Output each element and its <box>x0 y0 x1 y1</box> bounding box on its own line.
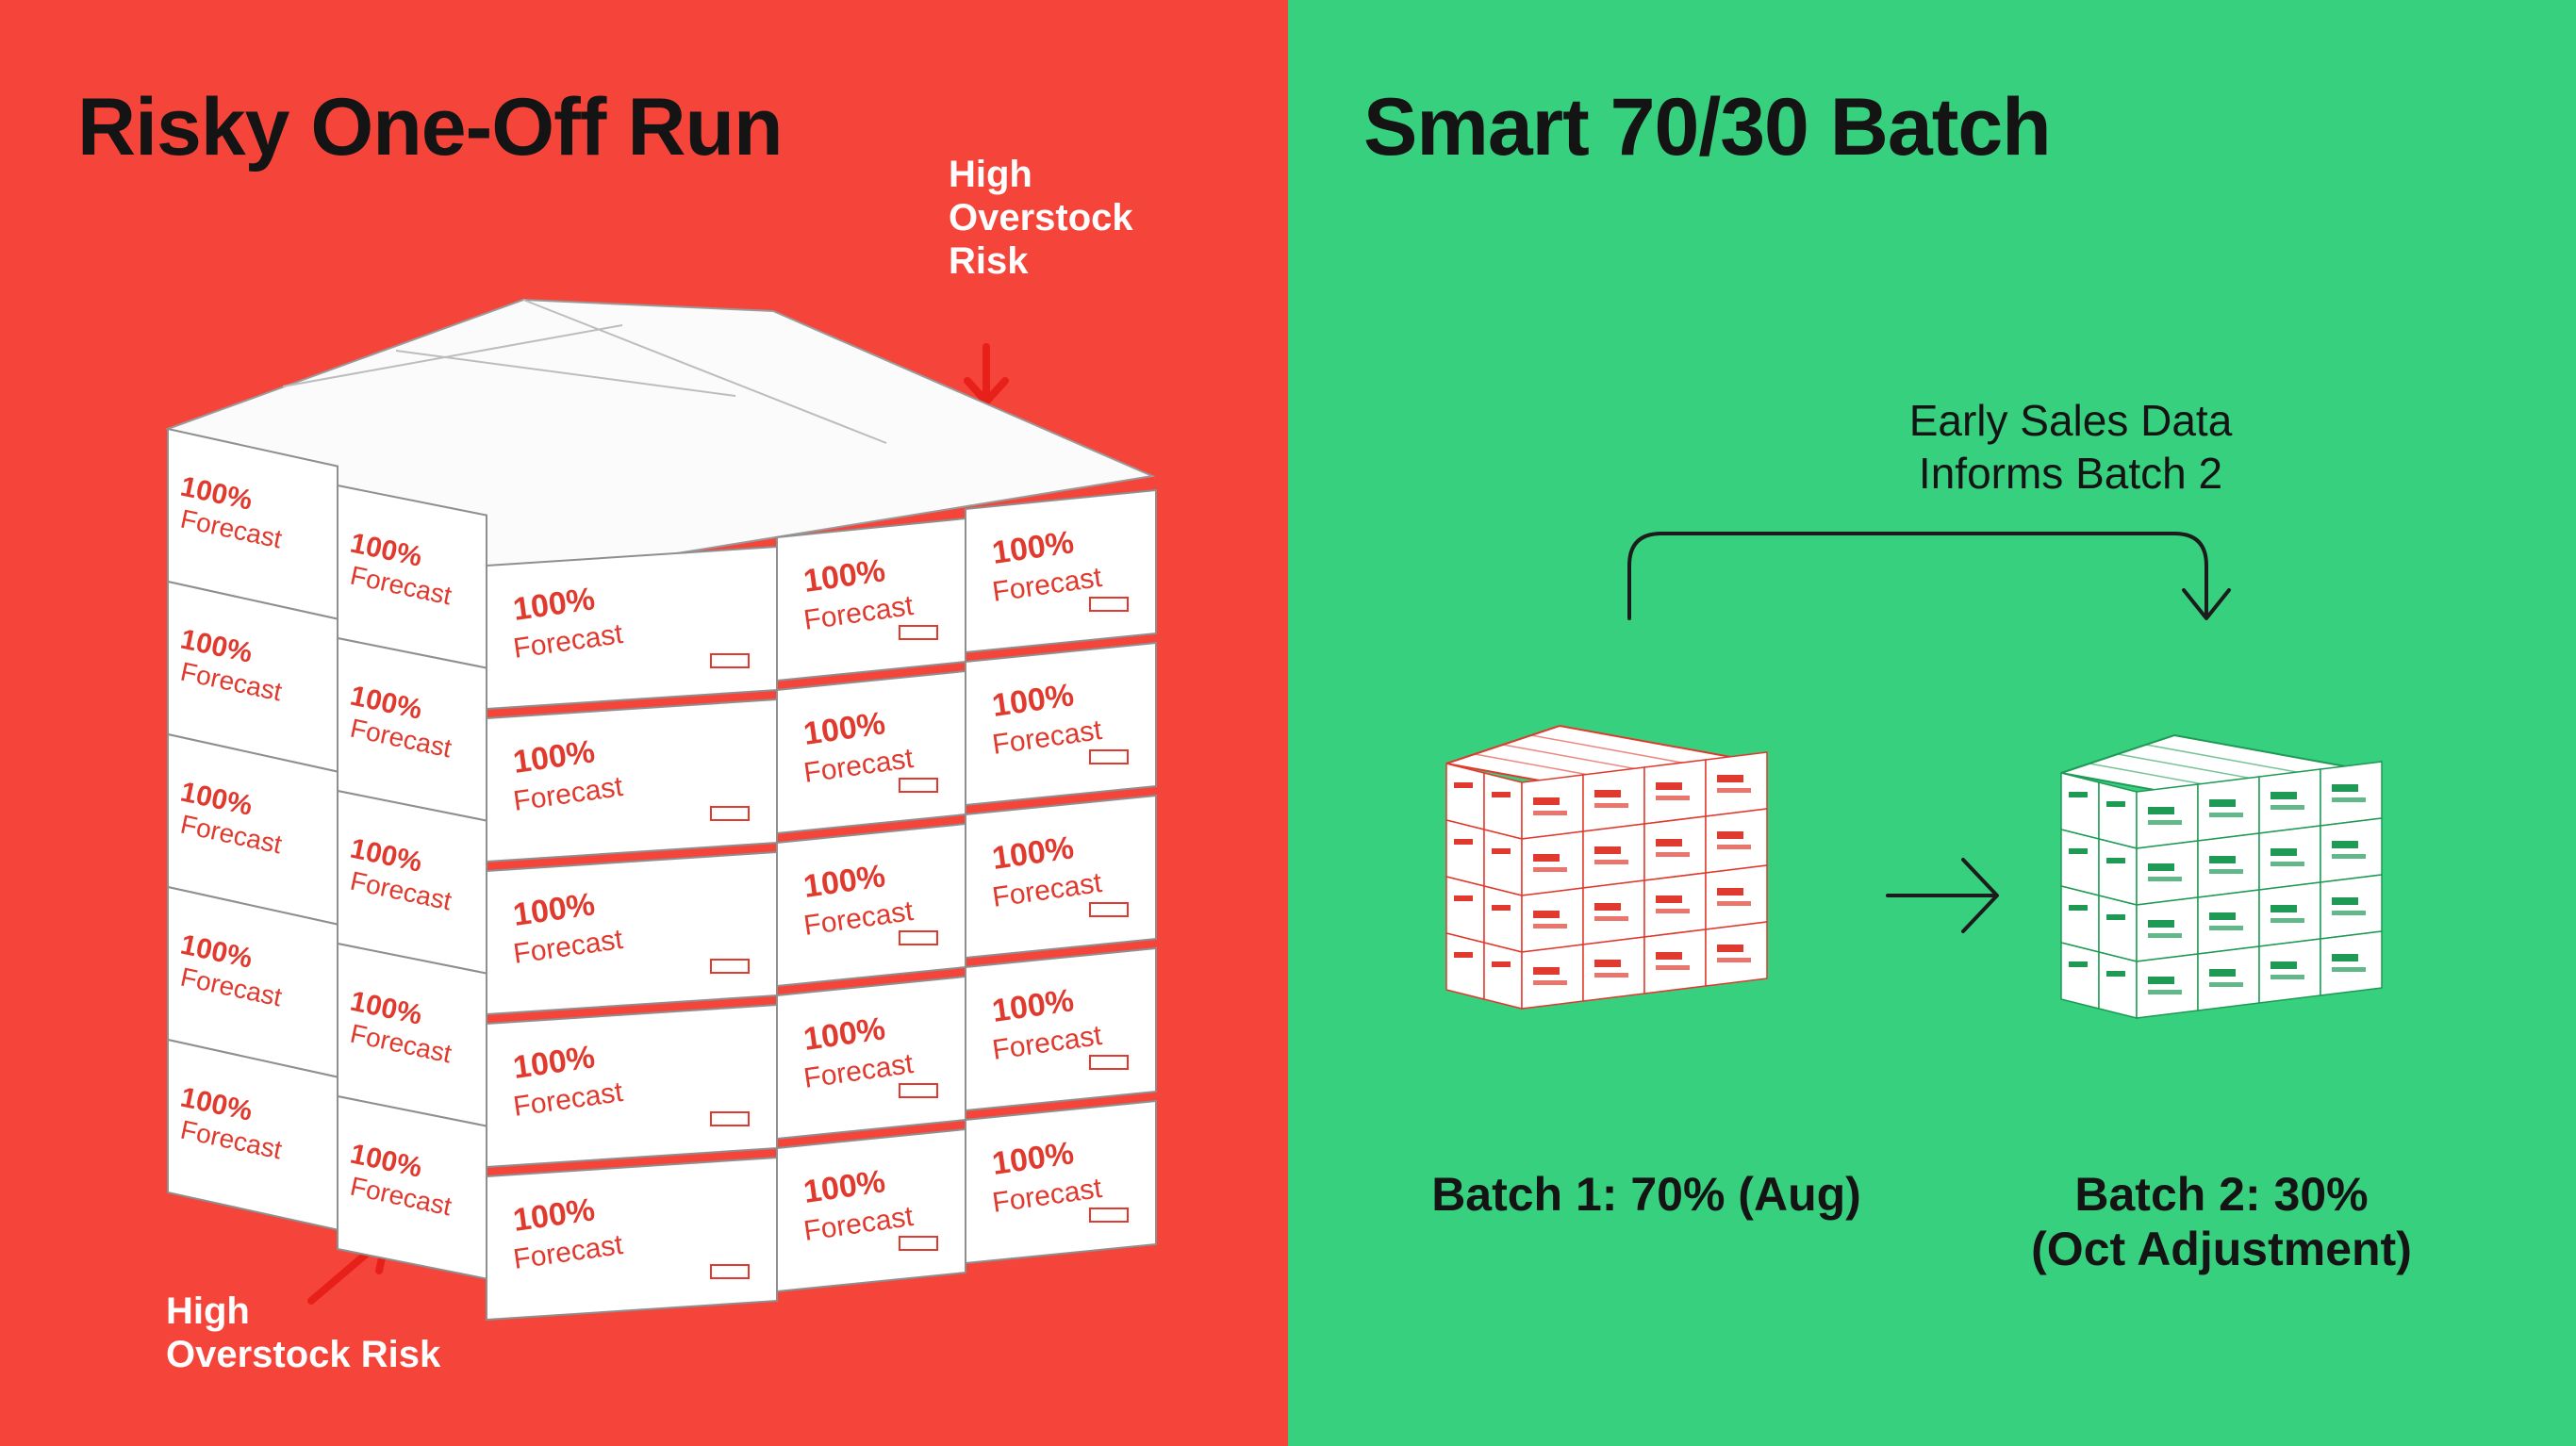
mini-box <box>2136 840 2199 906</box>
forecast-box: 100%Forecast <box>776 975 966 1141</box>
top-risk-arrow-icon <box>964 343 1009 405</box>
forecast-box: 100%Forecast <box>167 1038 339 1231</box>
mini-box <box>2197 832 2260 898</box>
forecast-box: 100%Forecast <box>486 545 778 711</box>
forecast-box: 100%Forecast <box>965 1099 1157 1265</box>
mini-box <box>2098 895 2138 962</box>
risky-title: Risky One-Off Run <box>77 82 784 173</box>
mini-box <box>2098 781 2138 849</box>
forecast-box: 100%Forecast <box>776 517 966 682</box>
mini-box <box>1643 928 1707 994</box>
batch2-box-cube <box>2060 733 2383 1019</box>
large-box-stack: 100%Forecast100%Forecast100%Forecast100%… <box>165 298 1157 1322</box>
batch2-caption: Batch 2: 30% (Oct Adjustment) <box>1995 1167 2448 1276</box>
mini-box <box>1445 932 1485 1000</box>
risky-panel: Risky One-Off Run High Overstock Risk Hi… <box>0 0 1288 1446</box>
mini-box <box>1445 763 1485 830</box>
mini-box <box>1643 759 1707 825</box>
mini-box <box>1705 864 1768 930</box>
mini-box <box>2258 881 2321 947</box>
forecast-box-stack: 100%Forecast100%Forecast100%Forecast100%… <box>165 298 1157 1322</box>
flow-note: Early Sales Data Informs Batch 2 <box>1684 394 2457 500</box>
mini-box <box>2136 896 2199 962</box>
forecast-box: 100%Forecast <box>486 850 778 1016</box>
batch-diagram <box>1445 532 2383 1019</box>
mini-box <box>1521 944 1584 1010</box>
mini-box <box>2258 825 2321 891</box>
forecast-box: 100%Forecast <box>486 1003 778 1169</box>
bottom-risk-note: High Overstock Risk <box>166 1290 440 1376</box>
mini-box <box>2197 889 2260 955</box>
forecast-box: 100%Forecast <box>776 669 966 835</box>
mini-box <box>1521 887 1584 953</box>
batch1-caption: Batch 1: 70% (Aug) <box>1431 1168 1861 1221</box>
mini-box <box>1582 936 1645 1002</box>
mini-box <box>1582 879 1645 945</box>
mini-box <box>1582 823 1645 889</box>
mini-box <box>2060 829 2100 896</box>
mini-box <box>1705 751 1768 817</box>
bottom-risk-line-2: Overstock Risk <box>166 1334 441 1375</box>
forecast-box: 100%Forecast <box>965 946 1157 1112</box>
forecast-box: 100%Forecast <box>337 942 487 1127</box>
smart-title: Smart 70/30 Batch <box>1363 82 2052 173</box>
forecast-box: 100%Forecast <box>965 641 1157 807</box>
batch2-caption-line-1: Batch 2: 30% <box>2074 1168 2369 1221</box>
top-risk-line-3: Risk <box>949 240 1029 282</box>
mini-box <box>2320 761 2383 827</box>
feedback-loop-arrow-icon <box>1627 532 2231 620</box>
mini-box <box>1445 876 1485 944</box>
mini-box <box>1521 774 1584 840</box>
batch1-box-cube <box>1445 724 1768 1010</box>
batch2-caption-line-2: (Oct Adjustment) <box>2031 1223 2412 1275</box>
mini-box <box>1705 808 1768 874</box>
mini-box <box>2320 930 2383 996</box>
mini-box <box>2258 768 2321 834</box>
mini-box <box>1705 921 1768 987</box>
forecast-box: 100%Forecast <box>337 789 487 975</box>
forecast-box: 100%Forecast <box>167 580 339 773</box>
mini-box <box>1483 942 1523 1010</box>
mini-box <box>2060 942 2100 1010</box>
smart-panel: Smart 70/30 Batch Early Sales Data Infor… <box>1288 0 2576 1446</box>
mini-box <box>1445 819 1485 887</box>
mini-box <box>1483 772 1523 840</box>
forecast-box: 100%Forecast <box>167 885 339 1078</box>
mini-box <box>2197 945 2260 1011</box>
forecast-box: 100%Forecast <box>486 698 778 863</box>
mini-box <box>1643 872 1707 938</box>
mini-box <box>1643 815 1707 881</box>
mini-box <box>2136 783 2199 849</box>
top-risk-line-2: Overstock <box>949 197 1133 238</box>
mini-box <box>2060 885 2100 953</box>
mini-box <box>1483 829 1523 896</box>
mini-box <box>2098 838 2138 906</box>
forecast-box: 100%Forecast <box>337 636 487 822</box>
mini-box <box>2258 938 2321 1004</box>
forecast-box: 100%Forecast <box>965 488 1157 654</box>
mini-box <box>2320 817 2383 883</box>
forecast-box: 100%Forecast <box>167 732 339 926</box>
bottom-risk-line-1: High <box>166 1290 250 1332</box>
forecast-box: 100%Forecast <box>486 1156 778 1322</box>
forecast-box: 100%Forecast <box>337 484 487 669</box>
mini-box <box>2136 953 2199 1019</box>
forecast-box: 100%Forecast <box>337 1094 487 1280</box>
mini-box <box>1483 885 1523 953</box>
forecast-box: 100%Forecast <box>965 794 1157 960</box>
mini-box <box>2098 951 2138 1019</box>
mini-box <box>2060 772 2100 840</box>
forecast-box: 100%Forecast <box>776 822 966 988</box>
forecast-box: 100%Forecast <box>776 1127 966 1293</box>
top-risk-note: High Overstock Risk <box>949 153 1133 283</box>
mini-box <box>2320 874 2383 940</box>
flow-note-line-1: Early Sales Data <box>1908 396 2233 445</box>
right-arrow-icon <box>1886 858 1999 933</box>
flow-note-line-2: Informs Batch 2 <box>1918 449 2223 498</box>
top-risk-line-1: High <box>949 154 1032 195</box>
mini-box <box>1582 766 1645 832</box>
mini-box <box>1521 830 1584 896</box>
mini-box <box>2197 776 2260 842</box>
